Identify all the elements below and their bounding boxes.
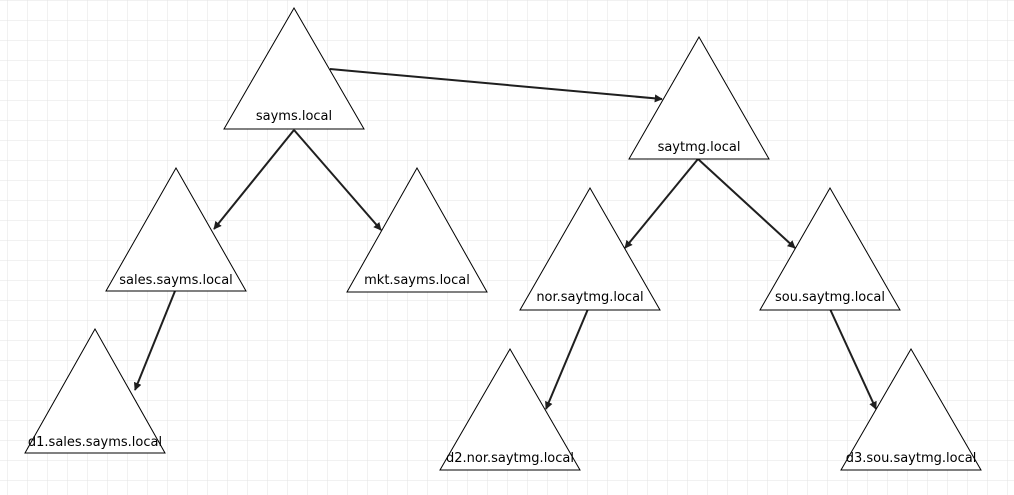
node-d2-triangle: [439, 348, 581, 471]
node-sayms[interactable]: sayms.local: [223, 7, 365, 130]
node-d3-label: d3.sou.saytmg.local: [846, 451, 977, 466]
node-nor-triangle: [519, 186, 661, 311]
node-sou-label: sou.saytmg.local: [775, 290, 885, 305]
node-sales-triangle: [105, 166, 247, 292]
node-saytmg-triangle: [628, 35, 770, 160]
edge-saytmg-to-sou: [697, 158, 796, 249]
edges-layer: [133, 68, 877, 410]
edge-sayms-to-mkt: [293, 129, 382, 231]
node-mkt-triangle: [346, 166, 488, 293]
edge-sayms-to-saytmg: [329, 68, 663, 103]
edge-sayms-to-sales: [213, 129, 295, 230]
node-sou-triangle: [759, 186, 901, 311]
node-d1-triangle: [24, 327, 166, 454]
node-d1[interactable]: d1.sales.sayms.local: [24, 327, 166, 454]
edge-sales-to-d1: [133, 290, 176, 391]
node-sayms-label: sayms.local: [256, 109, 332, 124]
node-sales-label: sales.sayms.local: [119, 273, 233, 288]
node-mkt-label: mkt.sayms.local: [364, 273, 470, 288]
node-d2-label: d2.nor.saytmg.local: [446, 451, 574, 466]
edge-sou-to-d3: [829, 308, 877, 410]
edge-saytmg-to-nor: [624, 158, 699, 249]
node-nor[interactable]: nor.saytmg.local: [519, 186, 661, 311]
node-d1-label: d1.sales.sayms.local: [28, 435, 162, 450]
node-saytmg[interactable]: saytmg.local: [628, 35, 770, 160]
edge-nor-to-d2: [545, 308, 589, 410]
node-d2[interactable]: d2.nor.saytmg.local: [439, 348, 581, 471]
node-saytmg-label: saytmg.local: [658, 140, 741, 155]
node-sales[interactable]: sales.sayms.local: [105, 166, 247, 292]
node-d3-triangle: [840, 348, 982, 471]
node-mkt[interactable]: mkt.sayms.local: [346, 166, 488, 293]
node-sou[interactable]: sou.saytmg.local: [759, 186, 901, 311]
node-sayms-triangle: [223, 7, 365, 130]
node-d3[interactable]: d3.sou.saytmg.local: [840, 348, 982, 471]
node-nor-label: nor.saytmg.local: [536, 290, 643, 305]
